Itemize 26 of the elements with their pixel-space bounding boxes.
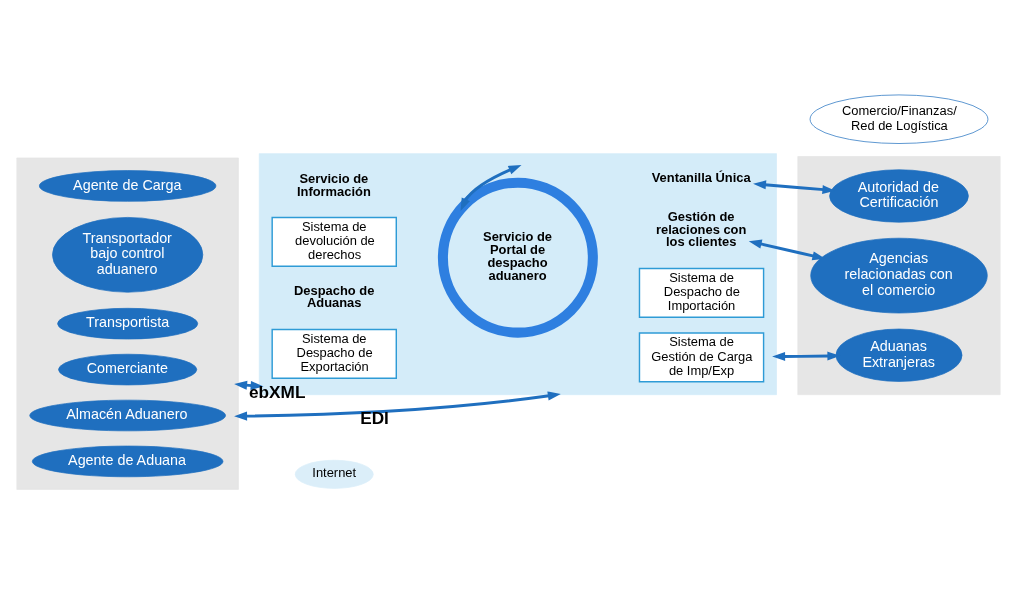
node-ellipse: Transportista	[57, 307, 199, 340]
node-text: Ventanilla Única	[651, 169, 751, 185]
edge-label: ebXML	[249, 382, 306, 403]
node-ellipse: Agente de Carga	[39, 170, 217, 202]
arrow	[234, 391, 561, 421]
node-ellipse: Comerciante	[58, 353, 198, 386]
node-ellipse: Almacén Aduanero	[29, 399, 226, 432]
node-ellipse: Agente de Aduana	[31, 445, 224, 478]
node-text: Gestión de relaciones con los clientes	[655, 208, 747, 250]
node-box: Sistema de Despacho de Exportación	[271, 328, 397, 379]
node-ellipse: Aduanas Extranjeras	[835, 328, 963, 382]
edge-label: EDI	[360, 408, 389, 429]
node-ellipse: Internet	[294, 459, 374, 489]
node-ellipse: Autoridad de Certificación	[829, 169, 969, 223]
node-box: Sistema de devolución de derechos	[271, 216, 397, 267]
node-ellipse: Comercio/Finanzas/ Red de Logística	[809, 94, 989, 144]
node-circle: Servicio de Portal de despacho aduanero	[437, 177, 598, 338]
arrow	[460, 165, 522, 212]
node-ellipse: Transportador bajo control aduanero	[52, 217, 204, 293]
arrow	[748, 239, 826, 261]
label: Servicio de Información	[296, 170, 371, 199]
node-box: Sistema de Despacho de Importación	[638, 267, 765, 318]
cluster	[16, 157, 239, 490]
cluster	[797, 156, 1001, 396]
label: Despacho de Aduanas	[294, 282, 375, 311]
node-box: Sistema de Gestión de Carga de Imp/Exp	[638, 332, 765, 383]
